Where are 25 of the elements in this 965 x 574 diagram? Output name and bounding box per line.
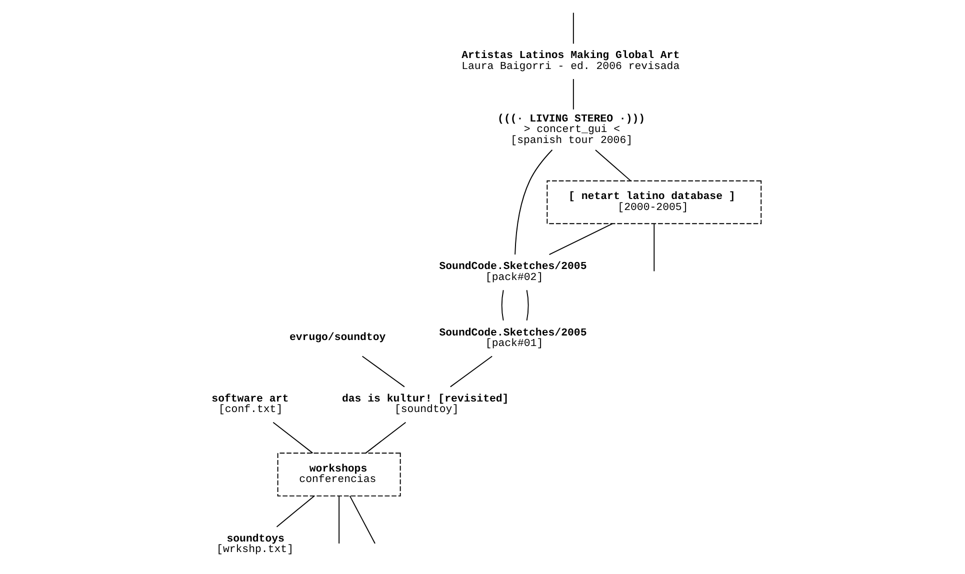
connector (349, 495, 376, 544)
node-text: soundtoys [wrkshp.txt] (216, 533, 294, 556)
connector (365, 422, 406, 454)
node-box: workshops conferencias (277, 452, 401, 496)
connector (572, 12, 574, 44)
node-text: das is kultur! [revisited] [soundtoy] (342, 393, 509, 416)
node-text: SoundCode.Sketches/2005 [pack#02] (439, 261, 587, 284)
node-box: [ netart latino database ] [2000-2005] (546, 180, 762, 224)
connector (572, 78, 574, 110)
node-text: software art [conf.txt] (212, 393, 289, 416)
connector (450, 356, 493, 388)
connector (595, 150, 632, 182)
connector (272, 422, 314, 454)
connector (338, 495, 340, 544)
connector (526, 290, 529, 321)
node-text: Artistas Latinos Making Global Art Laura Baigorri - ed. 2006 revisada (462, 50, 680, 73)
connector (501, 290, 504, 321)
node-text: (((· LIVING STEREO ·))) > concert_gui < [spanish tour 2006] (498, 113, 646, 147)
connector (514, 149, 553, 255)
connector (548, 223, 613, 256)
node-text: evrugo/soundtoy (289, 332, 386, 344)
connector (654, 223, 655, 272)
connector (362, 356, 405, 388)
node-text: SoundCode.Sketches/2005 [pack#01] (439, 327, 587, 350)
connector (276, 495, 315, 528)
